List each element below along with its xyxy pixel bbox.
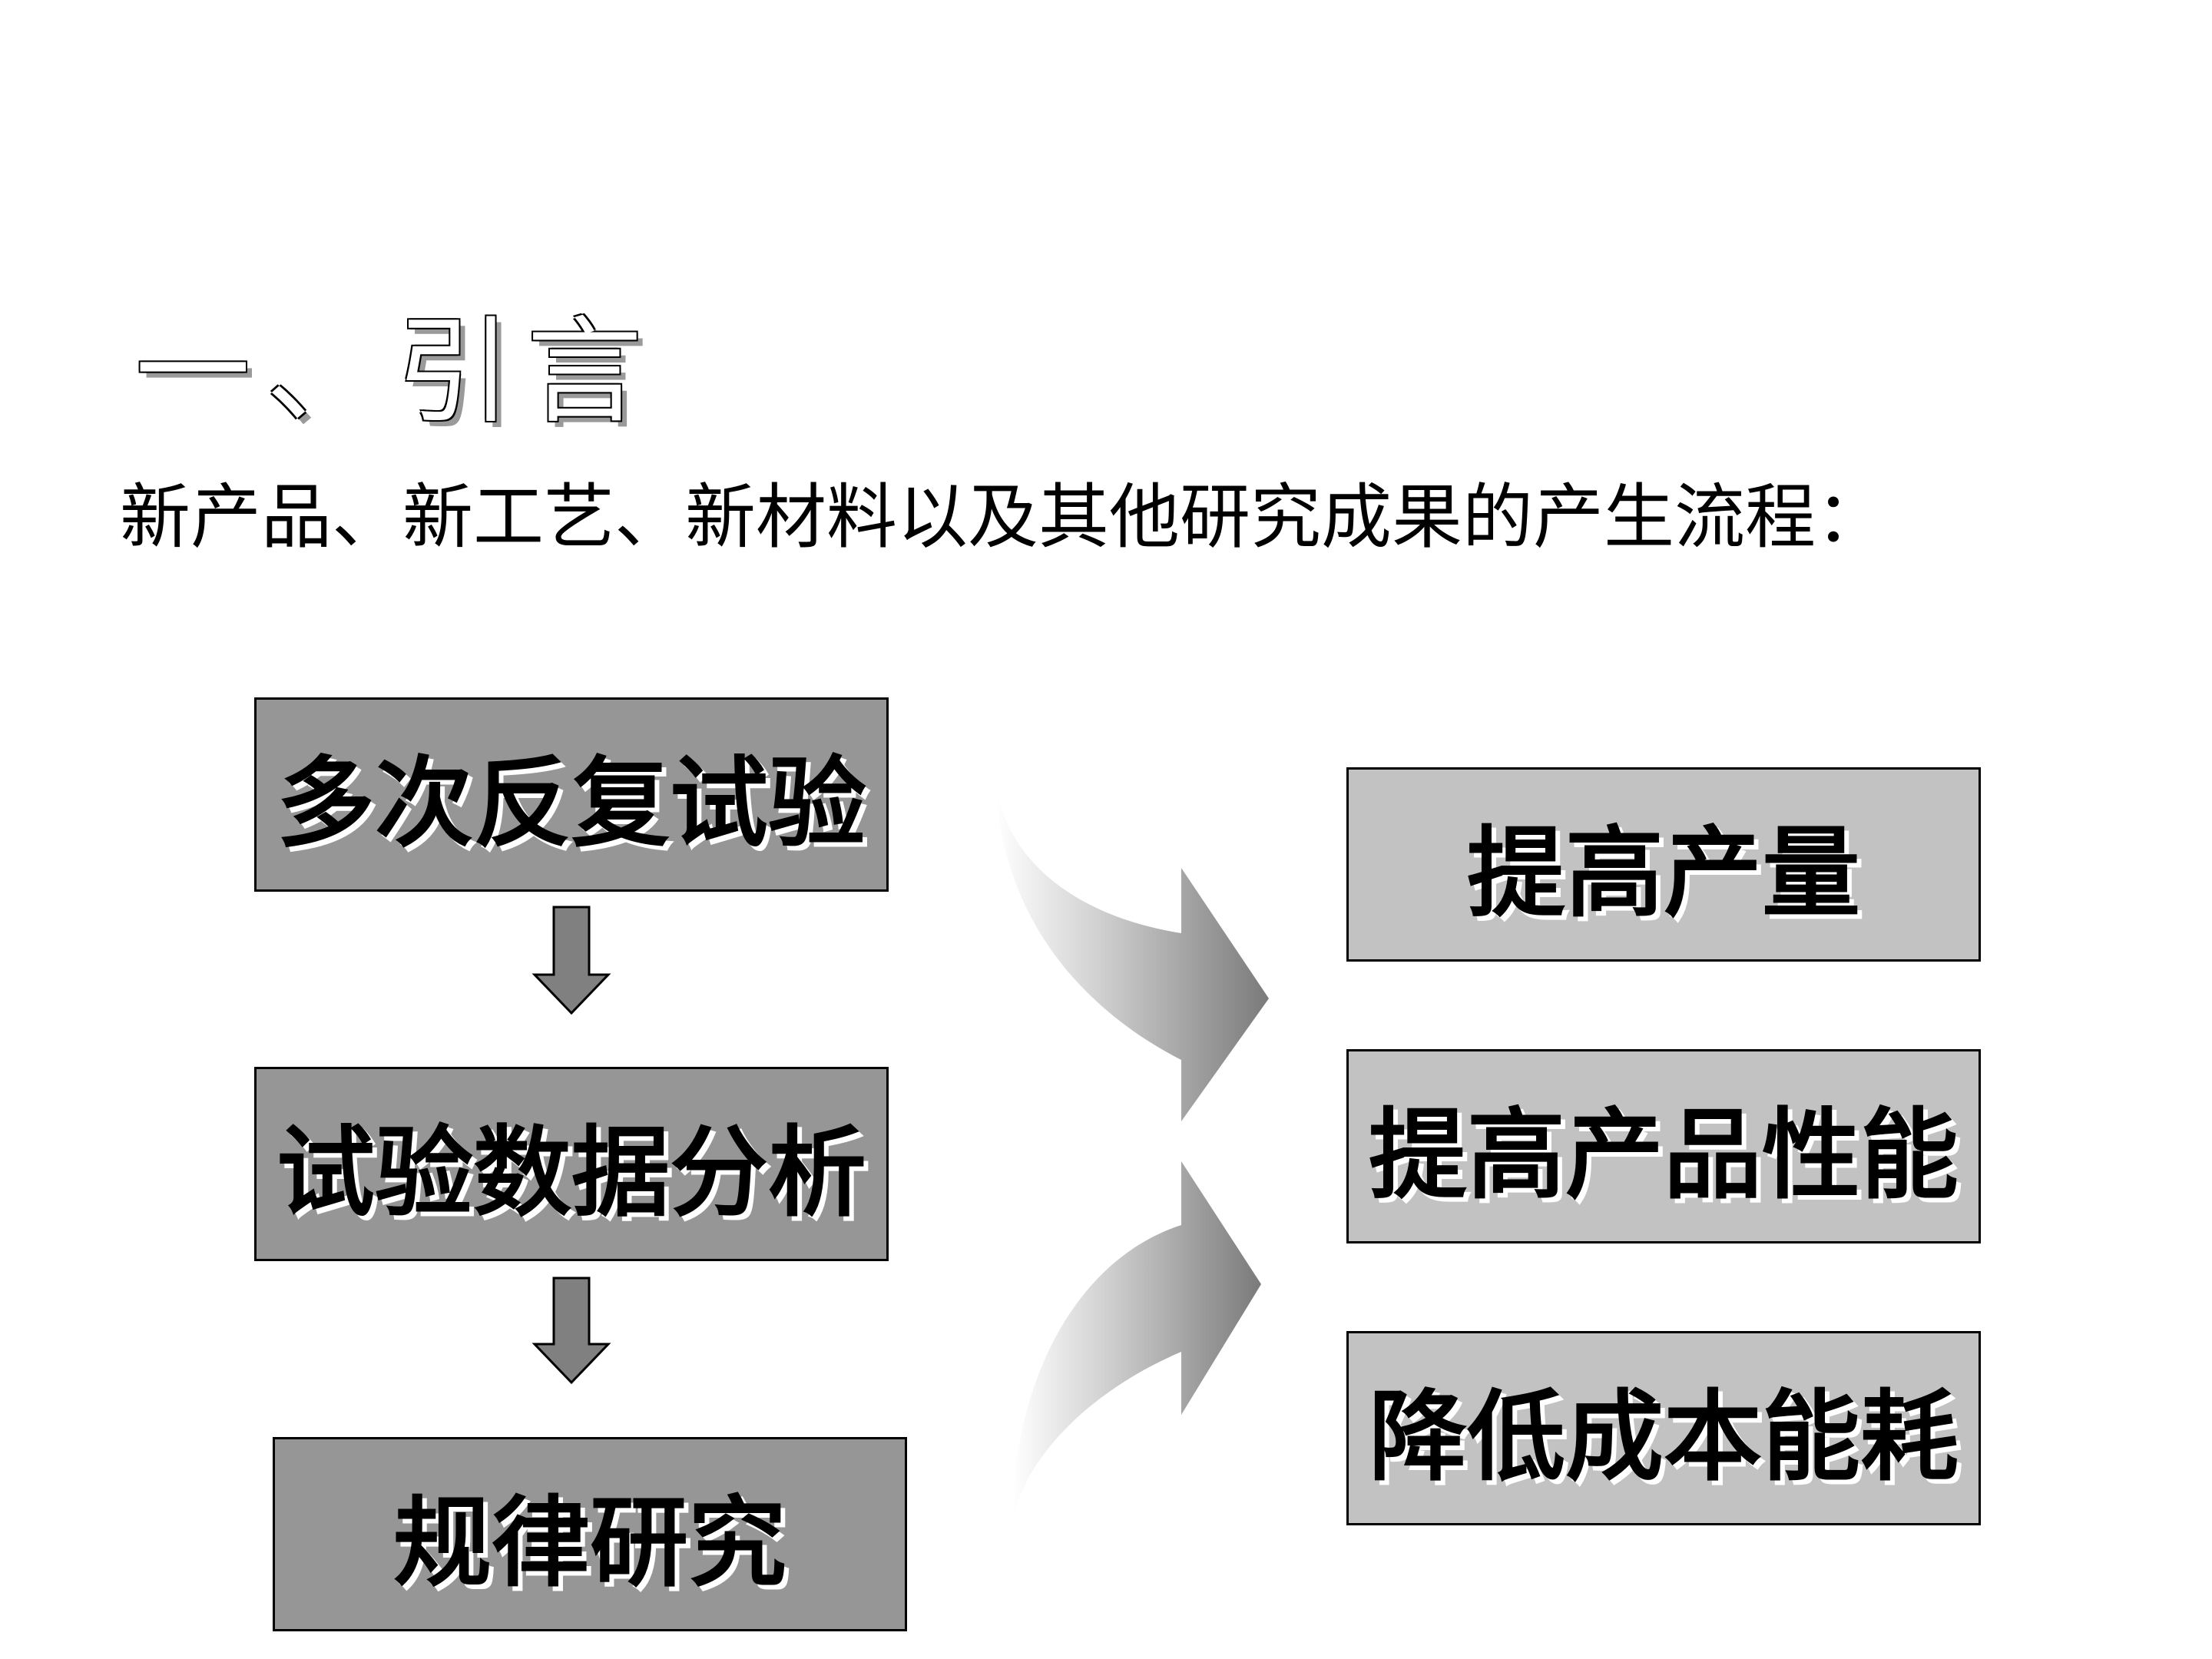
down-arrow-icon xyxy=(531,1277,611,1385)
curved-arrow-upper-icon xyxy=(995,768,1269,1121)
page-subtitle: 新产品、新工艺、新材料以及其他研究成果的产生流程： xyxy=(120,476,1887,558)
result-box-increase-output: 提高产量 xyxy=(1346,767,1981,962)
step-box-pattern-research: 规律研究 xyxy=(273,1437,907,1631)
step-box-data-analysis: 试验数据分析 xyxy=(254,1067,889,1261)
down-arrow-icon xyxy=(531,906,611,1015)
curved-arrow-lower-icon xyxy=(1012,1161,1261,1525)
page-title: 一、引言 xyxy=(135,306,658,439)
result-box-reduce-cost: 降低成本能耗 xyxy=(1346,1331,1981,1525)
step-box-repeated-tests: 多次反复试验 xyxy=(254,697,889,892)
result-box-improve-performance: 提高产品性能 xyxy=(1346,1049,1981,1243)
